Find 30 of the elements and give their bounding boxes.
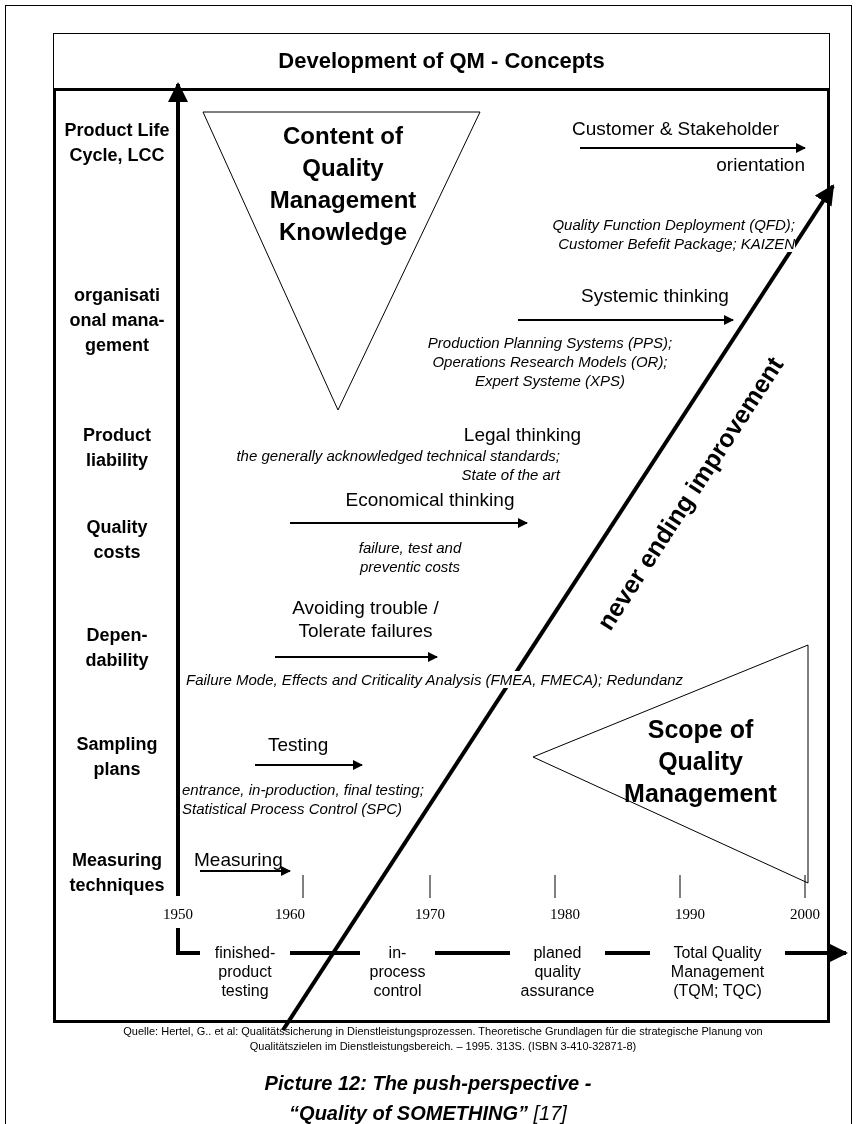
era-label: finished- product testing: [200, 943, 290, 1000]
year-label: 1980: [549, 905, 581, 924]
triangle-label: Scope of Quality Management: [623, 714, 778, 809]
triangle-shape: [533, 645, 810, 885]
row-label: Product Life Cycle, LCC: [64, 119, 170, 167]
trend-label: Legal thinking: [462, 423, 583, 446]
year-label: 1960: [274, 905, 306, 924]
year-label: 1950: [162, 905, 194, 924]
row-label: Sampling plans: [75, 733, 159, 781]
row-label: Product liability: [82, 424, 152, 472]
trend-label: Testing: [268, 733, 330, 756]
trend-label: Systemic thinking: [580, 284, 730, 307]
row-label: Measuring techniques: [68, 849, 166, 897]
trend-label: Avoiding trouble / Tolerate failures: [291, 596, 440, 642]
title-bar: Development of QM - Concepts: [53, 33, 830, 89]
example-text: Failure Mode, Effects and Criticality Analysis (FMEA, FMECA); Redundanz: [186, 670, 685, 689]
trend-label: Measuring: [194, 848, 284, 871]
year-label: 1990: [674, 905, 706, 924]
trend-label: Customer & Stakeholder: [572, 117, 780, 140]
year-label: 1970: [414, 905, 446, 924]
caption: Picture 12: The push-perspective - “Quality of SOMETHING” [17]: [263, 1071, 593, 1124]
row-label: Depen- dability: [84, 624, 150, 672]
year-label: 2000: [789, 905, 821, 924]
source-note: Quelle: Hertel, G.. et al: Qualitätssicherung in Dienstleistungsprozessen. Theoretische Grundlagen für die strategische Planung von Qualitätszielen im Dienstleistungsbereich. – 1995. 313S. (ISBN 3-410-32871-8): [122, 1024, 764, 1054]
trend-label: orientation: [715, 153, 805, 176]
trend-label: Economical thinking: [344, 488, 516, 511]
triangle-label: Content of Quality Management Knowledge: [268, 121, 418, 247]
era-label: Total Quality Management (TQM; TQC): [650, 943, 785, 1000]
row-label: organisati onal mana- gement: [68, 284, 166, 357]
row-label: Quality costs: [85, 516, 149, 564]
